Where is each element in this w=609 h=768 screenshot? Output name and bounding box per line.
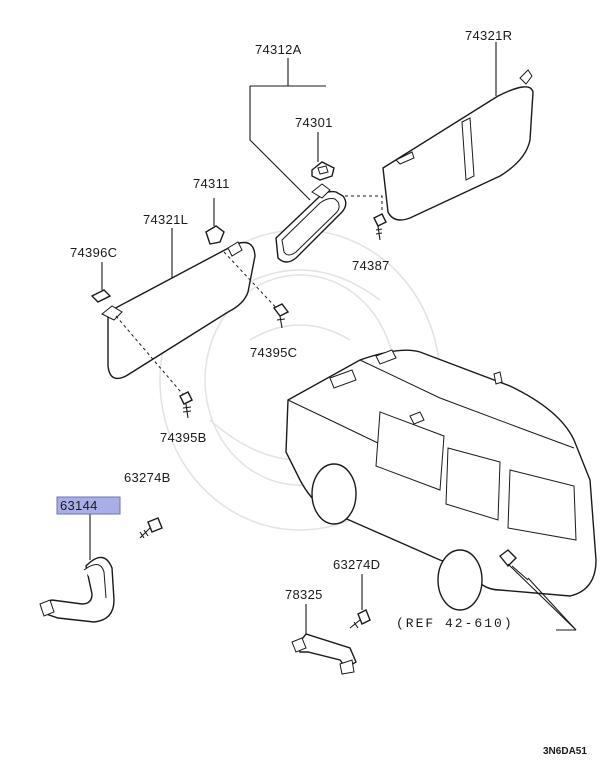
rear-view-mirror[interactable] xyxy=(275,183,347,263)
assist-grip-63144[interactable] xyxy=(39,512,115,623)
grip-78325[interactable] xyxy=(291,604,357,675)
clip-74396C[interactable] xyxy=(90,262,112,303)
bolt-63274B[interactable] xyxy=(139,517,163,539)
mirror-mount-base[interactable] xyxy=(311,161,335,181)
label-74321L[interactable]: 74321L xyxy=(143,212,188,227)
screw-74395B[interactable] xyxy=(179,391,193,419)
label-63274D[interactable]: 63274D xyxy=(333,557,380,572)
mirror-leader xyxy=(249,58,326,201)
label-63274B[interactable]: 63274B xyxy=(124,470,171,485)
label-74387[interactable]: 74387 xyxy=(352,258,390,273)
label-74395C[interactable]: 74395C xyxy=(250,345,297,360)
diagram-code: 3N6DA51 xyxy=(543,746,587,757)
label-74312A[interactable]: 74312A xyxy=(255,42,302,57)
selected-part-highlight xyxy=(56,496,121,515)
label-74301[interactable]: 74301 xyxy=(295,115,333,130)
van-wheels xyxy=(311,463,483,611)
screw-74395C[interactable] xyxy=(272,303,290,329)
label-78325[interactable]: 78325 xyxy=(285,587,323,602)
visor-holder-74311[interactable] xyxy=(205,198,225,245)
label-74321R[interactable]: 74321R xyxy=(465,28,512,43)
label-74311[interactable]: 74311 xyxy=(193,176,230,191)
ref-label[interactable]: (REF 42-610) xyxy=(396,616,514,631)
right-visor-dashed-line xyxy=(345,195,383,212)
ref-leader xyxy=(507,563,577,631)
left-sun-visor[interactable] xyxy=(101,241,256,380)
bolt-63274D[interactable] xyxy=(349,574,371,629)
right-sun-visor[interactable] xyxy=(382,42,534,221)
label-74396C[interactable]: 74396C xyxy=(70,245,117,260)
label-63144[interactable]: 63144 xyxy=(60,498,98,513)
left-visor-dashed-line-2 xyxy=(223,251,281,313)
screw-74387[interactable] xyxy=(373,213,387,241)
label-74395B[interactable]: 74395B xyxy=(160,430,207,445)
rear-grip-attach xyxy=(499,549,529,581)
